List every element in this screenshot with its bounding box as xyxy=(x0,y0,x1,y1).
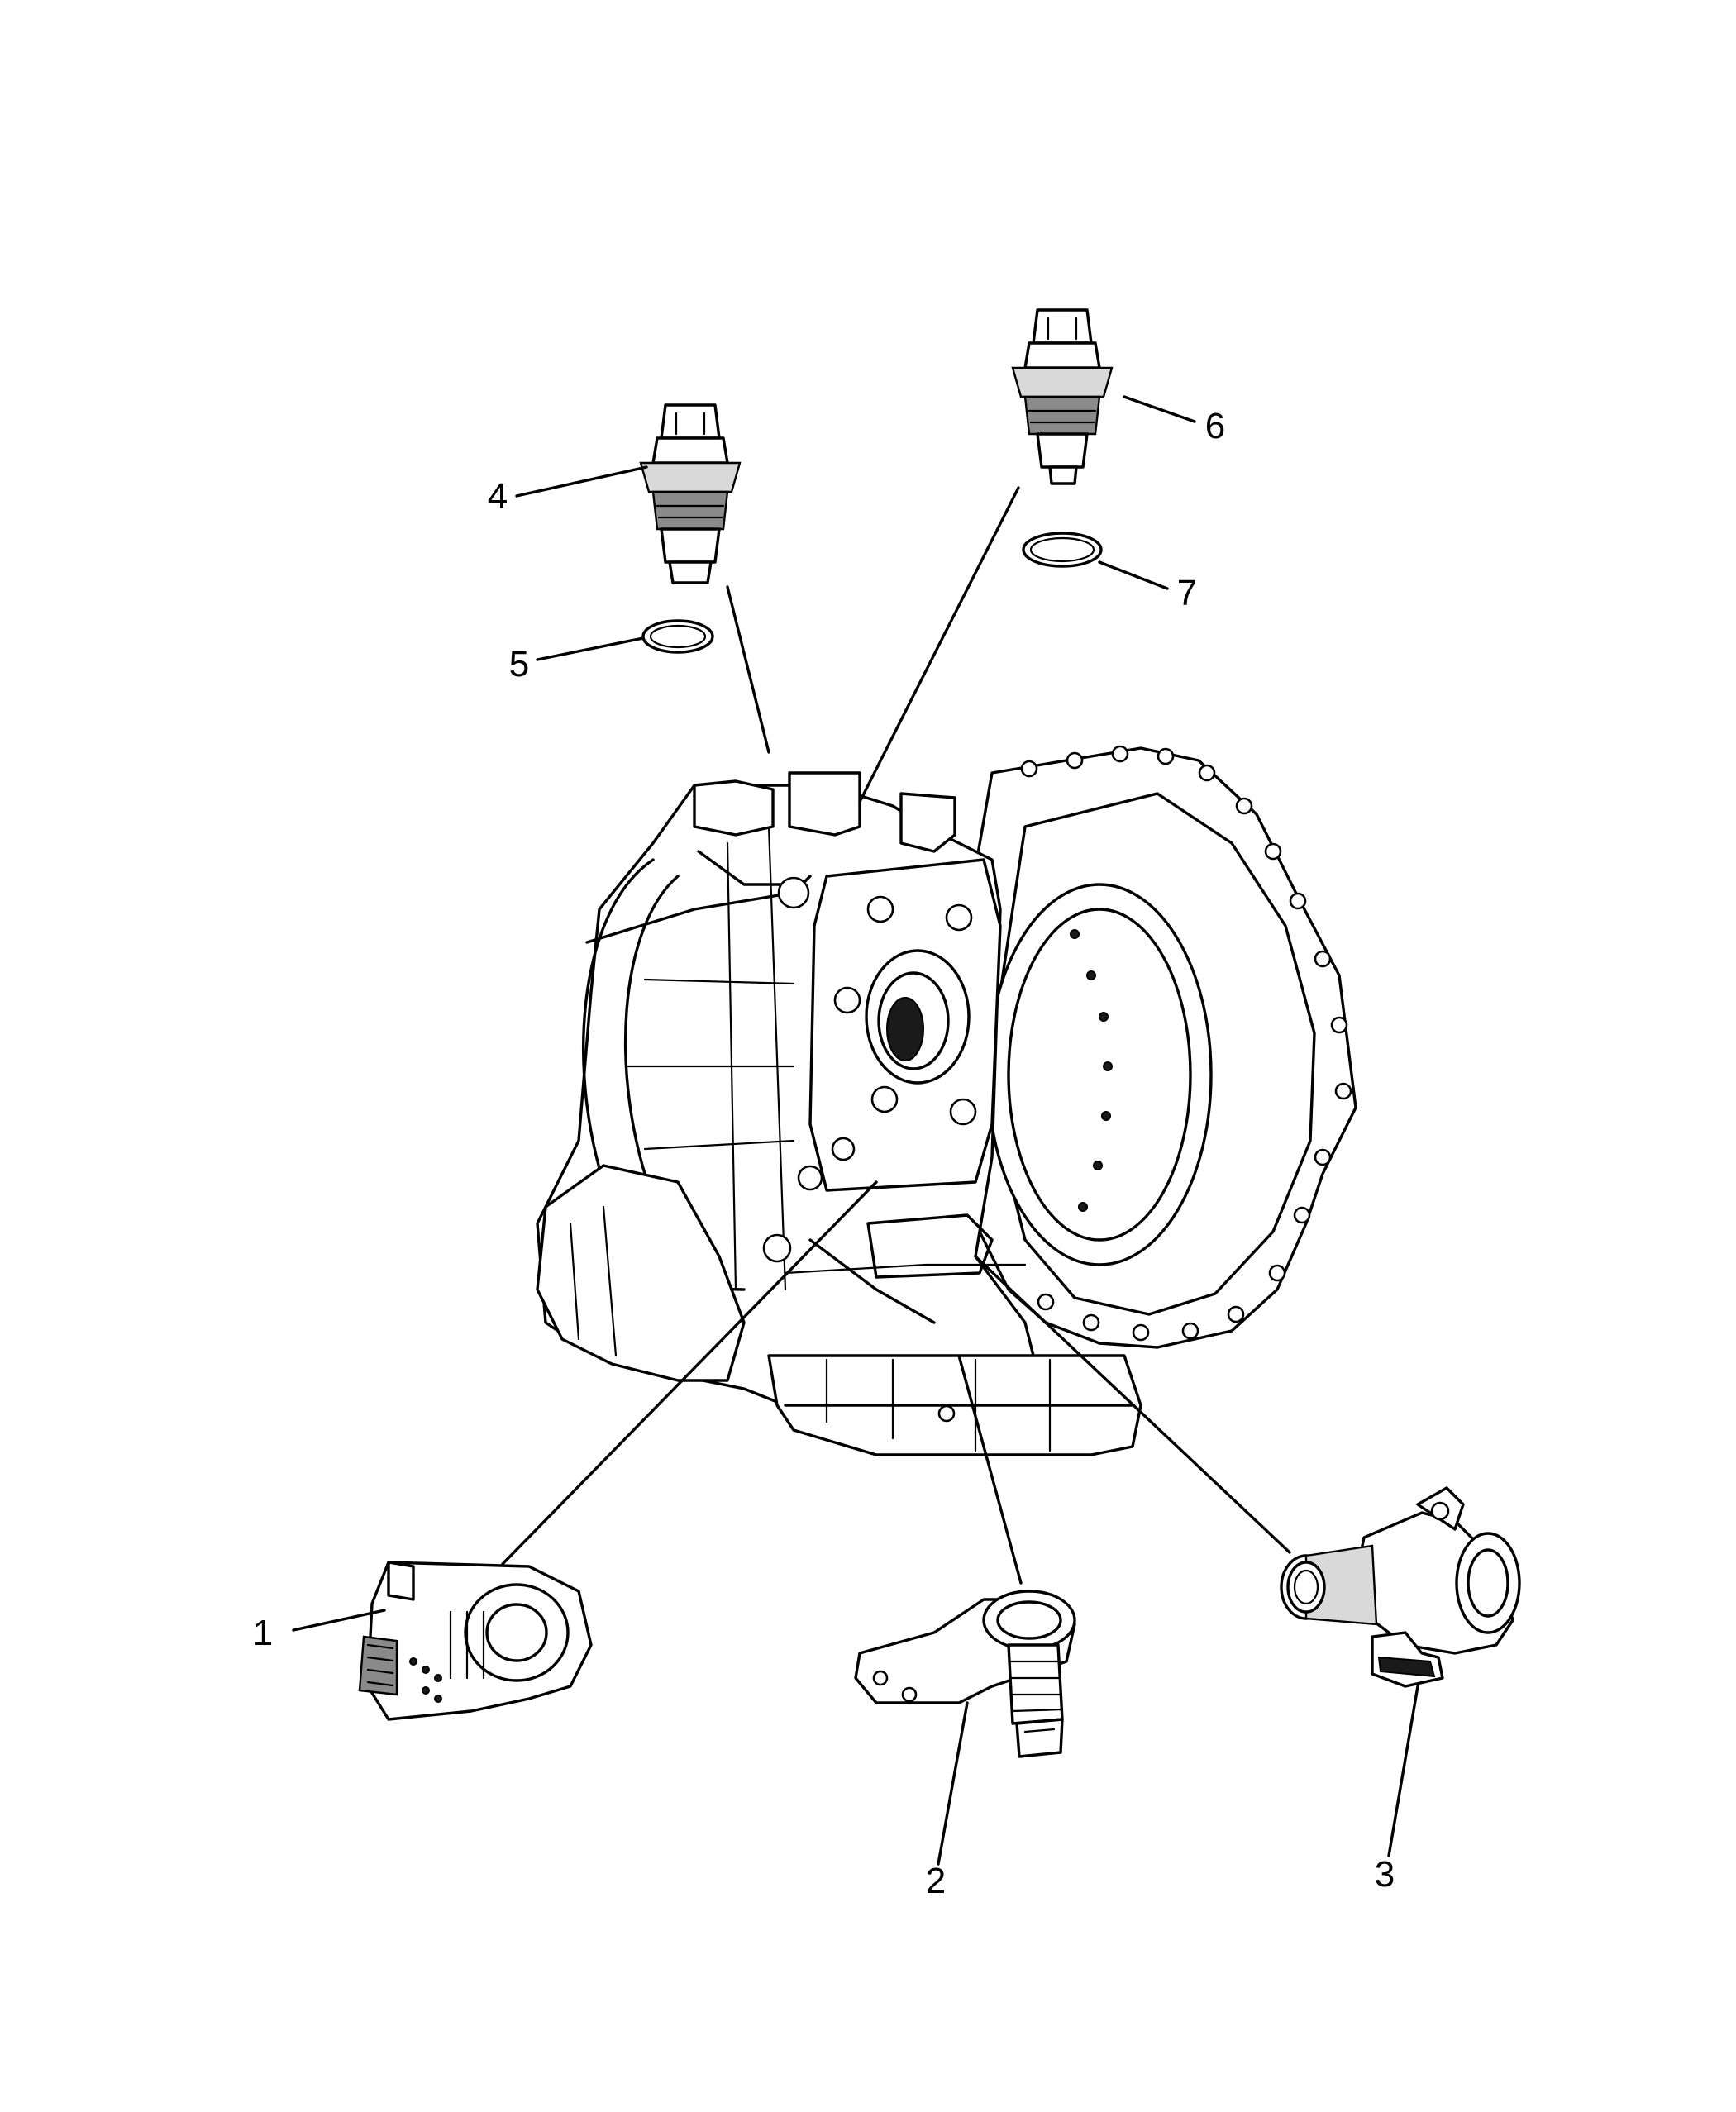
pressure-switch-4 xyxy=(639,403,742,584)
callout-4: 4 xyxy=(488,476,508,517)
leader-part-2-to-case xyxy=(957,1354,1023,1585)
sensor-3 xyxy=(1280,1486,1521,1688)
leader-lines xyxy=(501,486,1291,1585)
sensor-1-pins xyxy=(409,1657,442,1703)
callout-6: 6 xyxy=(1205,406,1225,446)
callout-7: 7 xyxy=(1177,573,1197,613)
leader-part-3-to-case xyxy=(974,1255,1291,1554)
lower-case-section xyxy=(536,1164,746,1382)
transmission-assembly xyxy=(536,745,1357,1456)
callout-1: 1 xyxy=(253,1613,273,1653)
leader-part-1-to-case xyxy=(501,1180,878,1566)
sensor-2 xyxy=(854,1590,1076,1758)
torque-converter-holes xyxy=(1070,929,1113,1212)
cover-bolts xyxy=(831,895,977,1161)
o-ring-5 xyxy=(641,619,714,654)
o-ring-7 xyxy=(1022,532,1103,568)
callout-leaders xyxy=(292,395,1419,1866)
top-boss-left xyxy=(693,779,775,837)
top-boss-center xyxy=(788,771,861,837)
callout-3: 3 xyxy=(1375,1854,1395,1895)
callout-5: 5 xyxy=(509,644,529,684)
callout-2: 2 xyxy=(926,1861,946,1901)
flange-bolt-holes xyxy=(1020,745,1352,1342)
pressure-switch-6 xyxy=(1011,308,1114,485)
top-boss-right xyxy=(899,792,956,853)
leader-part-6-to-case xyxy=(858,486,1020,803)
leader-part-4-to-case xyxy=(726,585,770,754)
callout-numbers: 1 2 3 4 5 6 7 xyxy=(253,406,1395,1901)
torque-converter xyxy=(986,883,1213,1266)
sensor-1 xyxy=(358,1561,593,1721)
